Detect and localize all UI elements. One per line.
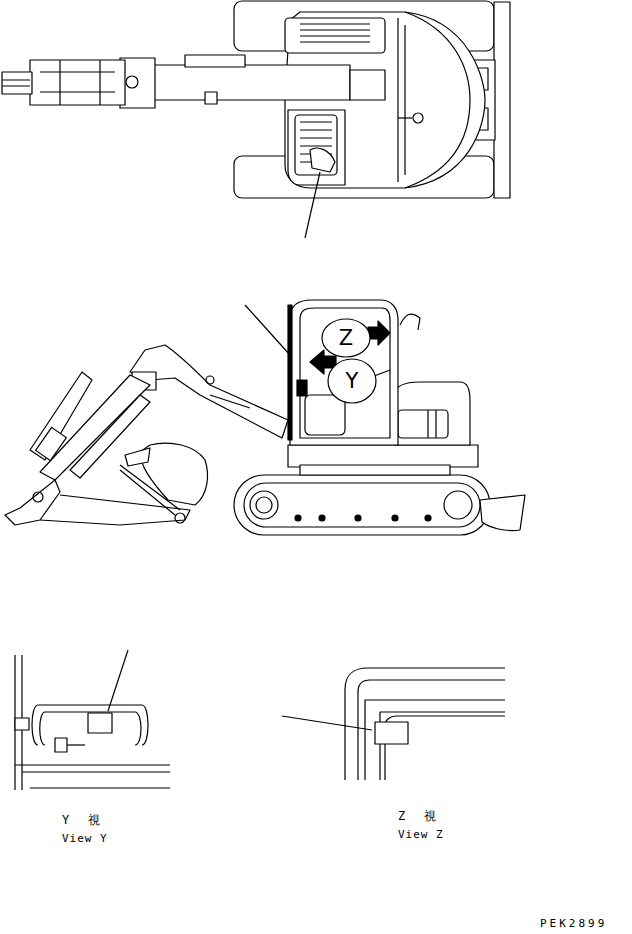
leader-line [282, 716, 372, 730]
leader-line [108, 650, 128, 711]
leader-line [305, 172, 320, 238]
view-marker: Y [327, 358, 377, 404]
view-letter: Z [339, 328, 353, 349]
view-caption: Y 視 [62, 814, 106, 827]
view-y-detail [15, 650, 170, 790]
view-caption: View Y [62, 833, 108, 845]
side-view [5, 300, 525, 535]
view-caption: View Z [398, 829, 444, 841]
leader-line [245, 305, 290, 355]
view-letter: Y [346, 371, 359, 392]
view-marker: Z [321, 318, 371, 358]
view-z-detail [282, 668, 505, 780]
view-caption: Z 視 [398, 810, 442, 823]
drawing-number: PEK2899 [540, 918, 607, 930]
view-arrow [368, 321, 390, 345]
top-view [2, 1, 510, 238]
